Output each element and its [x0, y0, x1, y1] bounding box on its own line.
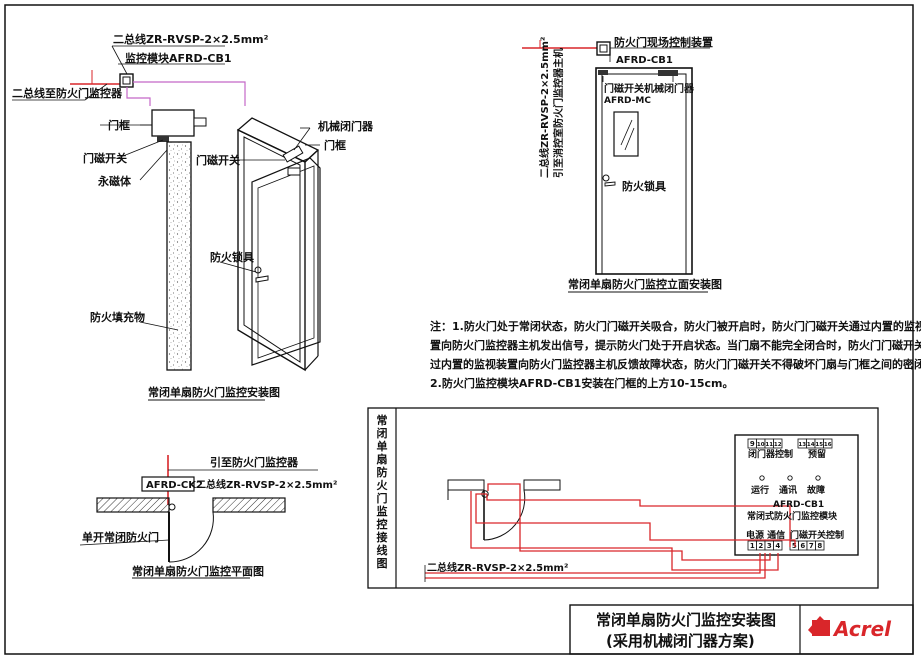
wall-column: [166, 141, 192, 371]
notes-line-3: 过内置的监视装置向防火门监控器主机反馈故障状态，防火门门磁开关不得破坏门扇与门框…: [430, 357, 921, 371]
wiring-switch-ctrl-label: 门磁开关控制: [790, 529, 844, 541]
plan-route-label: 引至防火门监控器: [210, 455, 299, 469]
elev-door-frame-label: 门框: [108, 118, 130, 132]
wiring-led-run: 运行: [751, 484, 769, 496]
terminal-label-7: 7: [809, 542, 814, 550]
elev-magnetic-switch-label: 门磁开关: [83, 151, 127, 165]
terminal-label-1: 1: [750, 542, 755, 550]
front-closer-label: 机械闭门器: [644, 82, 695, 95]
wiring-led-comm: 通讯: [779, 484, 797, 496]
terminal-label-10: 10: [757, 442, 765, 448]
front-bus-wire-label: 二总线ZR-RVSP-2×2.5mm²: [538, 37, 551, 178]
terminal-label-5: 5: [792, 542, 797, 550]
title-block-title: 常闭单扇防火门监控安装图: [596, 611, 776, 629]
elev-closer-label: 机械闭门器: [318, 119, 374, 133]
terminal-8: [815, 540, 825, 551]
title-block-subtitle: (采用机械闭门器方案): [606, 632, 755, 650]
elev-lock-label: 防火锁具: [210, 250, 254, 264]
plan-door-label: 单开常闭防火门: [82, 530, 159, 544]
elev-bus-to-monitor-label: 二总线至防火门监控器: [12, 86, 123, 100]
wiring-reserved-label: 预留: [808, 448, 826, 460]
wiring-module-model: AFRD-CB1: [773, 500, 824, 510]
terminal-label-2: 2: [758, 542, 763, 550]
door-frame-outer: [595, 67, 693, 275]
front-caption: 常闭单扇防火门监控立面安装图: [568, 277, 722, 291]
elev-caption: 常闭单扇防火门监控安装图: [148, 385, 280, 399]
brand-logo-text: Acrel: [832, 617, 892, 641]
notes-line-1: 注：1.防火门处于常闭状态，防火门门磁开关吸合，防火门被开启时，防火门门磁开关通…: [430, 319, 921, 333]
drawing-border: [4, 4, 914, 655]
plan-caption: 常闭单扇防火门监控平面图: [132, 564, 264, 578]
terminal-label-4: 4: [775, 542, 780, 550]
elev-filler-label: 防火填充物: [90, 310, 145, 324]
terminal-label-8: 8: [817, 542, 822, 550]
wiring-bus-wire-label: 二总线ZR-RVSP-2×2.5mm²: [427, 561, 568, 574]
front-magnetic-switch-model: AFRD-MC: [604, 96, 651, 106]
plan-bus-wire-label: 二总线ZR-RVSP-2×2.5mm²: [196, 478, 337, 491]
front-magnetic-switch-label: 门磁开关: [604, 82, 644, 95]
front-module-label: AFRD-CB1: [616, 55, 673, 66]
elev-door-frame-right-label: 门框: [324, 138, 346, 152]
elev-magnet-label: 永磁体: [97, 174, 132, 188]
notes-line-4: 2.防火门监控模块AFRD-CB1安装在门框的上方10-15cm。: [430, 376, 734, 390]
wiring-closer-ctrl-label: 闭门器控制: [748, 448, 793, 460]
terminal-4: [773, 540, 783, 551]
terminal-label-12: 12: [774, 442, 782, 448]
monitor-module-box: [119, 73, 134, 88]
front-lock-label: 防火锁具: [622, 179, 666, 193]
front-device-label: 防火门现场控制装置: [614, 35, 713, 49]
terminal-label-6: 6: [800, 542, 805, 550]
terminal-label-13: 13: [798, 442, 806, 448]
wiring-module-name: 常闭式防火门监控模块: [747, 510, 838, 522]
elev-magnetic-switch-right-label: 门磁开关: [196, 153, 240, 167]
elev-bus-wire-label: 二总线ZR-RVSP-2×2.5mm²: [113, 32, 269, 46]
wiring-frame: [367, 407, 879, 589]
plan-module-box: [141, 476, 195, 492]
elev-module-label: 监控模块AFRD-CB1: [125, 51, 232, 65]
terminal-12: [773, 438, 783, 449]
plan-view: [79, 455, 318, 579]
terminal-label-11: 11: [765, 442, 773, 448]
terminal-label-16: 16: [824, 442, 832, 448]
front-route-note: 引至消控室防火门监控器主机: [552, 48, 565, 178]
wiring-side-title: 常闭单扇防火门监控接线图: [377, 413, 389, 570]
terminal-label-15: 15: [815, 442, 823, 448]
terminal-16: [823, 438, 833, 449]
terminal-label-14: 14: [807, 442, 815, 448]
notes-line-2: 置向防火门监控器主机发出信号，提示防火门处于开启状态。当门扇不能完全闭合时，防火…: [430, 338, 921, 352]
cb1-module: [734, 434, 859, 556]
title-block: [569, 604, 914, 655]
terminal-label-3: 3: [767, 542, 772, 550]
wiring-power-comm-label: 电源 通信: [746, 529, 785, 541]
front-view: [522, 40, 710, 293]
plan-module-label: AFRD-CK2: [146, 480, 203, 491]
wiring-led-fault: 故障: [807, 484, 825, 496]
terminal-label-9: 9: [750, 440, 755, 448]
elevation-section: [12, 45, 321, 401]
